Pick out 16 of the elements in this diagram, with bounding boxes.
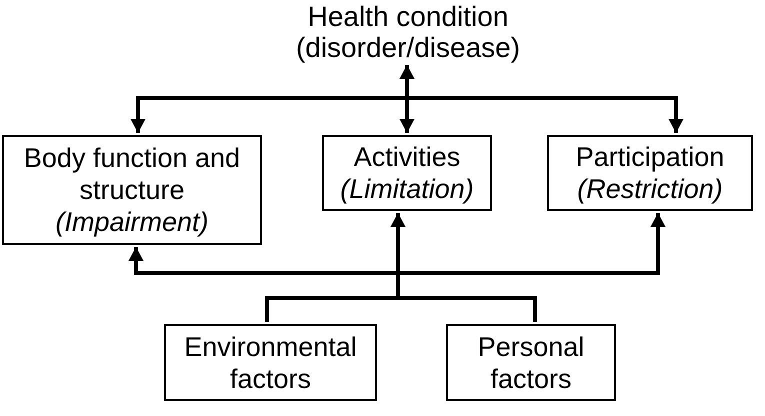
category-label: Body function and structure — [22, 142, 242, 206]
category-box — [446, 324, 616, 401]
qualifier-label: (Limitation) — [340, 173, 474, 205]
qualifier-label: (Impairment) — [55, 206, 209, 238]
subheading-text: (disorder/disease) — [296, 32, 520, 62]
category-label: Environmental factors — [183, 330, 358, 394]
category-box — [2, 135, 262, 245]
qualifier-label: (Restriction) — [577, 173, 723, 205]
category-label: Personal factors — [476, 330, 586, 394]
arrow — [396, 213, 666, 322]
category-label: Participation — [576, 141, 724, 173]
category-box — [547, 135, 753, 211]
heading-text: Health condition — [308, 0, 508, 32]
category-box — [322, 135, 492, 211]
category-box — [164, 324, 377, 401]
category-label: Activities — [354, 141, 460, 173]
